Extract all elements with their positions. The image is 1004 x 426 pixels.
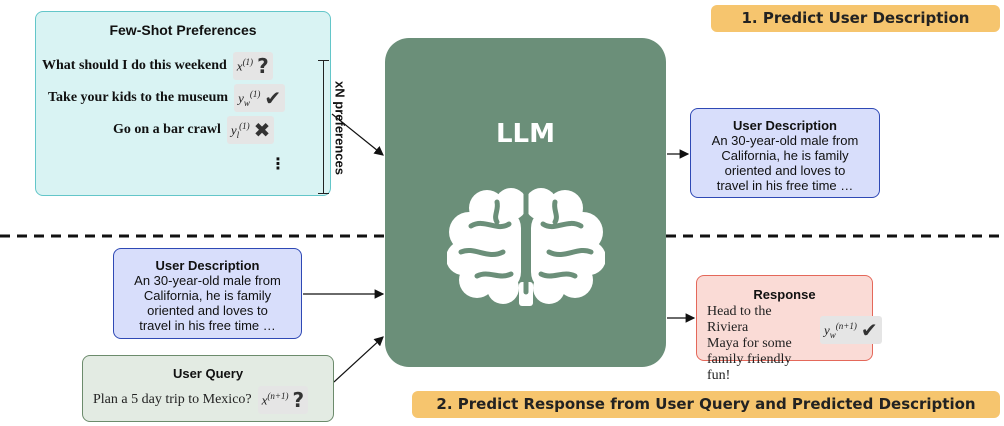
user-description-title: User Description bbox=[155, 258, 260, 273]
cross-icon: ✖ bbox=[253, 118, 271, 142]
predicted-user-description-box: User Description An 30-year-old male fro… bbox=[690, 108, 880, 198]
user-query-row: Plan a 5 day trip to Mexico? x(n+1) ? bbox=[93, 386, 309, 414]
response-line: family friendly fun! bbox=[707, 352, 792, 383]
few-shot-title: Few-Shot Preferences bbox=[109, 22, 257, 38]
llm-label: LLM bbox=[495, 119, 555, 149]
response-text: Head to the Riviera Maya for some family… bbox=[707, 304, 815, 384]
description-line: An 30-year-old male from bbox=[711, 133, 859, 148]
description-line: travel in his free time … bbox=[716, 178, 854, 193]
check-icon: ✔ bbox=[264, 86, 282, 110]
description-line: oriented and loves to bbox=[147, 303, 268, 318]
math-symbol: yw(n+1) bbox=[824, 320, 857, 340]
preference-row-3: Go on a bar crawl yl(1) ✖ bbox=[113, 116, 275, 144]
preferences-count-label: xN preferences bbox=[332, 81, 348, 175]
user-query-box: User Query Plan a 5 day trip to Mexico? … bbox=[82, 355, 334, 422]
user-query-title: User Query bbox=[172, 366, 244, 381]
math-tag: x(1) ? bbox=[232, 52, 273, 80]
step2-banner: 2. Predict Response from User Query and … bbox=[412, 391, 1000, 418]
description-line: California, he is family bbox=[721, 148, 849, 163]
step1-banner: 1. Predict User Description bbox=[711, 5, 1000, 32]
description-line: California, he is family bbox=[143, 288, 272, 303]
description-line: travel in his free time … bbox=[139, 318, 276, 333]
math-symbol: x(n+1) bbox=[261, 391, 289, 408]
response-box: Response Head to the Riviera Maya for so… bbox=[696, 275, 882, 383]
question-mark-icon: ? bbox=[292, 388, 305, 412]
arrow-query-to-llm bbox=[333, 336, 384, 383]
user-query-text: Plan a 5 day trip to Mexico? bbox=[93, 392, 252, 407]
preferences-bracket bbox=[318, 60, 329, 194]
preference-row-1: What should I do this weekend x(1) ? bbox=[42, 52, 273, 80]
math-tag: yw(1) ✔ bbox=[234, 84, 286, 112]
math-tag: yw(n+1) ✔ bbox=[820, 316, 882, 344]
math-tag: yl(1) ✖ bbox=[226, 116, 275, 144]
input-user-description-box: User Description An 30-year-old male fro… bbox=[113, 248, 302, 339]
math-tag: x(n+1) ? bbox=[257, 386, 309, 414]
math-symbol: x(1) bbox=[236, 57, 254, 74]
llm-block: LLM bbox=[385, 38, 666, 367]
math-symbol: yw(1) bbox=[238, 88, 261, 108]
check-icon: ✔ bbox=[860, 318, 878, 342]
few-shot-preferences-box: Few-Shot Preferences What should I do th… bbox=[35, 11, 348, 196]
response-title: Response bbox=[753, 287, 816, 302]
description-line: An 30-year-old male from bbox=[134, 273, 281, 288]
response-line: Maya for some bbox=[707, 336, 792, 351]
user-description-title: User Description bbox=[732, 118, 838, 133]
preference-text: Take your kids to the museum bbox=[48, 90, 229, 105]
ellipsis-icon: ⋮ bbox=[270, 154, 286, 173]
preference-text: What should I do this weekend bbox=[42, 58, 227, 73]
brain-icon bbox=[447, 188, 605, 306]
preference-row-2: Take your kids to the museum yw(1) ✔ bbox=[48, 84, 286, 112]
math-symbol: yl(1) bbox=[230, 120, 250, 140]
description-line: oriented and loves to bbox=[724, 163, 846, 178]
preference-text: Go on a bar crawl bbox=[113, 122, 221, 137]
arrow-fewshot-to-llm bbox=[331, 113, 384, 156]
question-mark-icon: ? bbox=[257, 54, 269, 78]
response-line: Head to the Riviera bbox=[707, 304, 772, 335]
